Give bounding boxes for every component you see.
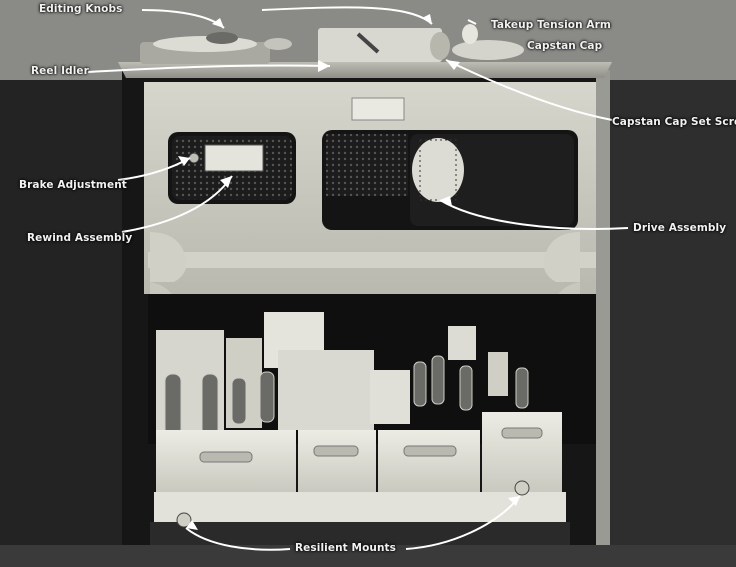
- chassis-drawer-2: [298, 430, 376, 492]
- leader-lines: [87, 6, 629, 551]
- nameplate: [351, 97, 405, 121]
- label-capstan-cap-set-screw: Capstan Cap Set Screw: [612, 116, 736, 128]
- label-capstan-cap: Capstan Cap: [527, 40, 603, 52]
- top-deck: [118, 62, 612, 78]
- label-takeup-tension-arm: Takeup Tension Arm: [491, 19, 611, 31]
- label-rewind-assembly: Rewind Assembly: [27, 232, 133, 244]
- mount-right: [514, 480, 530, 496]
- chassis-drawer-4: [482, 412, 562, 492]
- label-reel-idler: Reel Idler: [31, 65, 89, 77]
- label-drive-assembly: Drive Assembly: [633, 222, 727, 234]
- label-editing-knobs: Editing Knobs: [39, 3, 123, 15]
- leader-arrowheads: [178, 14, 520, 530]
- drive-compartment: [326, 134, 408, 196]
- label-brake-adjustment: Brake Adjustment: [19, 179, 127, 191]
- shelf: [148, 252, 596, 268]
- base-rail: [154, 492, 566, 522]
- chassis-drawer-3: [378, 430, 480, 492]
- label-resilient-mounts: Resilient Mounts: [295, 542, 397, 554]
- mount-left: [176, 512, 192, 528]
- head-cover: [318, 28, 442, 62]
